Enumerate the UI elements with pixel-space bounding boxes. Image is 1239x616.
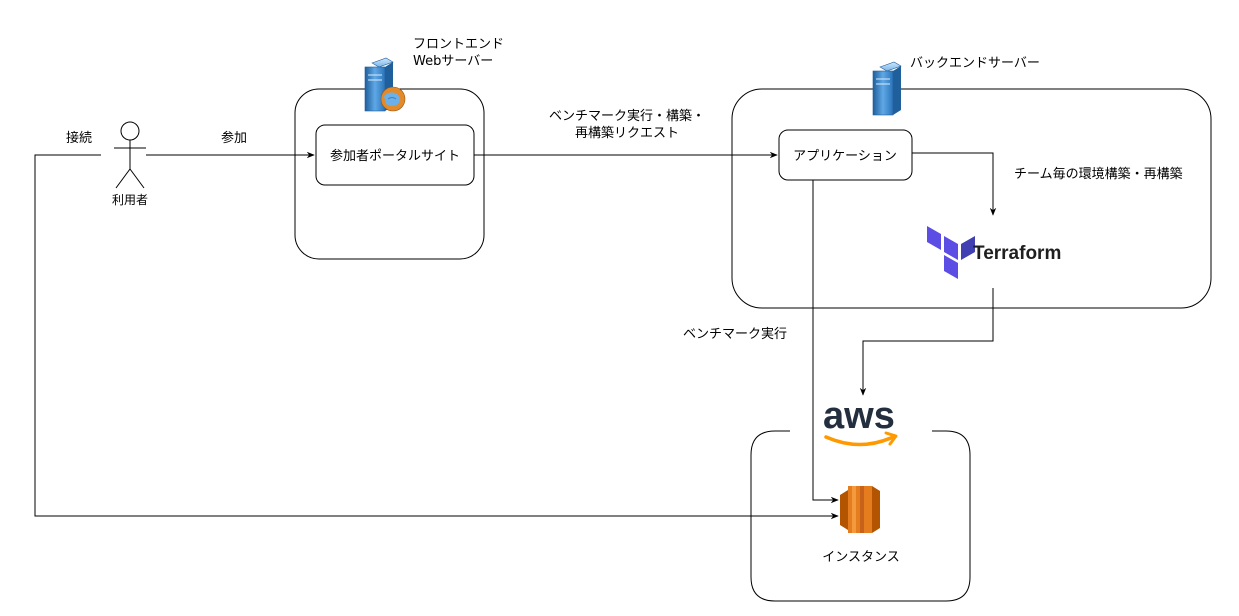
edge-user-to-instance — [34, 154, 839, 520]
edge-label-connect: 接続 — [66, 130, 92, 146]
actor-icon — [114, 121, 146, 189]
server-icon — [872, 61, 902, 116]
application-label: アプリケーション — [793, 149, 897, 164]
aws-logo-icon: aws — [823, 395, 898, 447]
instance-label: インスタンス — [822, 550, 899, 565]
terraform-label: Terraform — [973, 243, 1061, 264]
ec2-instance-icon — [840, 486, 880, 533]
backend-server-container — [731, 88, 1212, 309]
edge-label-request-line1: ベンチマーク実行・構築・ — [549, 108, 705, 124]
web-server-icon — [364, 57, 406, 112]
edge-application-to-terraform — [912, 152, 997, 216]
edge-label-benchmark-run: ベンチマーク実行 — [683, 326, 787, 342]
terraform-logo-icon — [927, 226, 975, 279]
backend-server-title: バックエンドサーバー — [910, 56, 1040, 71]
frontend-server-title-line2: Webサーバー — [413, 54, 493, 69]
user-label: 利用者 — [112, 193, 148, 207]
edge-label-team-env-build: チーム毎の環境構築・再構築 — [1014, 166, 1183, 182]
aws-cloud-container — [750, 430, 971, 602]
participant-portal-label: 参加者ポータルサイト — [330, 148, 460, 164]
aws-wordmark: aws — [823, 395, 895, 437]
edge-application-to-instance — [812, 180, 839, 504]
frontend-server-title-line1: フロントエンド — [413, 37, 504, 52]
edge-label-request-line2: 再構築リクエスト — [575, 126, 679, 141]
application-box[interactable] — [778, 129, 913, 181]
edge-terraform-to-aws — [859, 288, 994, 396]
edge-label-join: 参加 — [221, 130, 247, 146]
